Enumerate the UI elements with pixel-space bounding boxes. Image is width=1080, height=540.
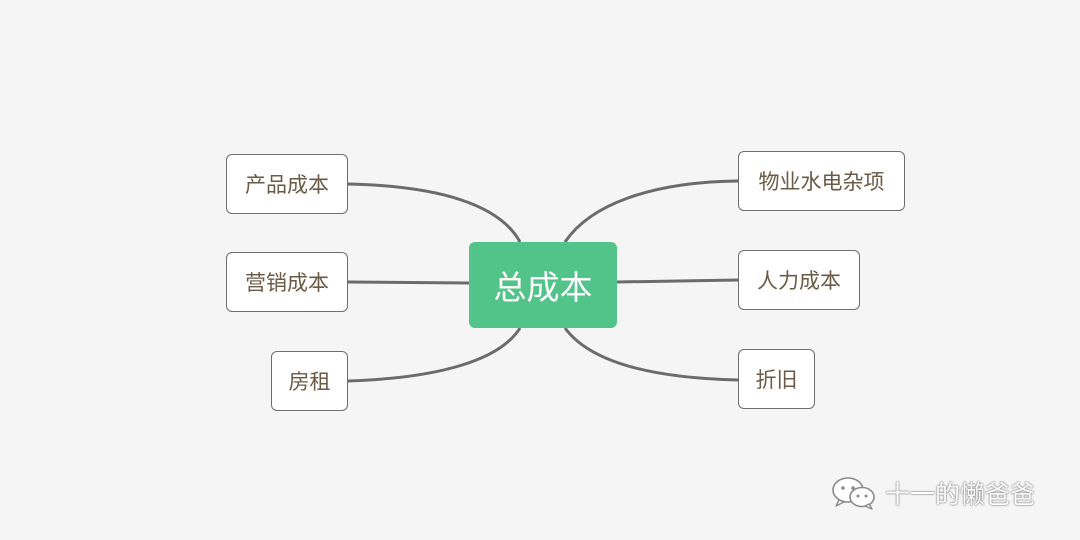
connector-product <box>347 182 522 243</box>
connector-labor <box>616 278 739 284</box>
branch-node-product-cost[interactable]: 产品成本 <box>226 154 348 214</box>
wechat-icon <box>832 477 875 510</box>
watermark: 十一的懒爸爸 <box>829 473 1035 513</box>
branch-node-marketing-cost[interactable]: 营销成本 <box>226 252 348 312</box>
branch-node-depreciation[interactable]: 折旧 <box>738 349 815 409</box>
connector-utilities <box>563 179 739 243</box>
watermark-text: 十一的懒爸爸 <box>885 480 1036 509</box>
connector-rent <box>347 327 522 383</box>
connector-marketing <box>347 280 470 285</box>
center-node-total-cost[interactable]: 总成本 <box>469 242 617 328</box>
branch-node-rent[interactable]: 房租 <box>271 351 348 411</box>
branch-node-labor-cost[interactable]: 人力成本 <box>738 250 860 310</box>
branch-node-property-utilities[interactable]: 物业水电杂项 <box>738 151 905 211</box>
connector-depreciation <box>563 327 739 382</box>
